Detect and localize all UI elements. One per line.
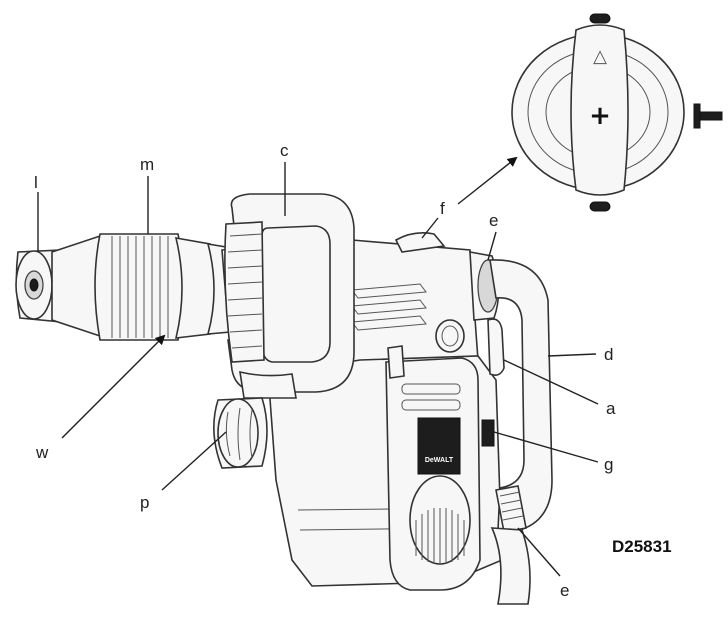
mode-dial-inset: △ + [511, 13, 723, 212]
label-m: m [140, 155, 154, 174]
label-c: c [280, 141, 289, 160]
callout-labels: l m c f e d a g w p e D25831 [34, 141, 672, 600]
label-w: w [35, 443, 49, 462]
brand-label: DeWALT [425, 457, 454, 464]
knob-p [213, 397, 268, 469]
tool-nose [15, 233, 237, 341]
top-button-f [394, 232, 446, 253]
side-handle [224, 193, 355, 399]
chisel-icon [693, 103, 723, 129]
label-e-bottom: e [560, 581, 569, 600]
dial-indicator-top [589, 13, 611, 24]
dial-plus-symbol: + [589, 101, 611, 131]
dial-triangle-symbol: △ [593, 46, 607, 67]
label-d: d [604, 345, 613, 364]
label-f: f [440, 199, 445, 218]
label-e-top: e [489, 211, 498, 230]
leader-lines [37, 156, 599, 577]
label-g: g [604, 455, 613, 474]
tool-housing: DeWALT [221, 239, 553, 605]
dial-indicator-bottom [589, 201, 611, 212]
label-a: a [606, 399, 616, 418]
label-l: l [34, 173, 38, 192]
model-code: D25831 [612, 537, 672, 556]
label-p: p [140, 493, 149, 512]
